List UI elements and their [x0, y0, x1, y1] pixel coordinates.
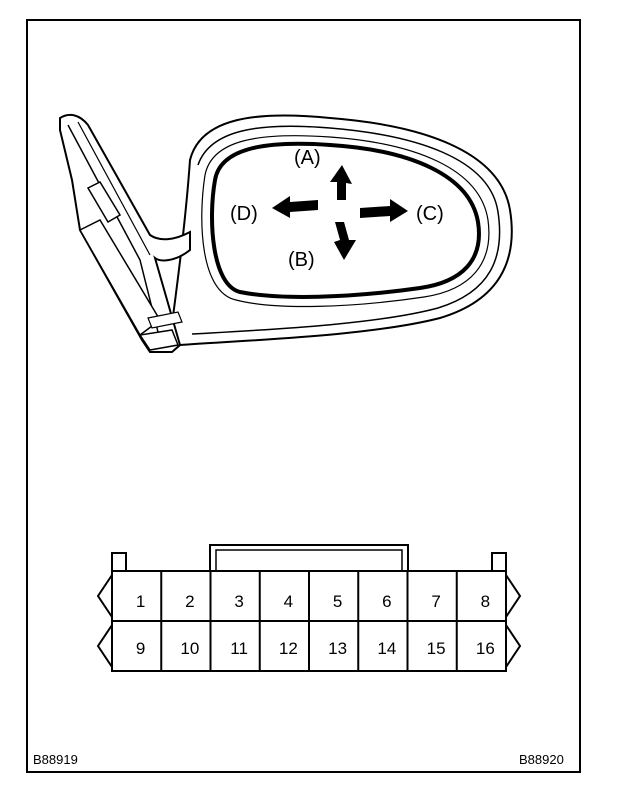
figure-code-left: B88919	[33, 752, 78, 767]
connector-pin-label: 16	[476, 639, 495, 658]
connector-latch-left-top	[96, 574, 113, 618]
label-direction-d: (D)	[230, 203, 258, 225]
arrow-down-icon	[334, 222, 356, 260]
connector-pin-label: 12	[279, 639, 298, 658]
connector-latch-right-bottom	[505, 624, 522, 668]
connector-pin-label: 7	[431, 592, 440, 611]
connector-latch-right-top	[505, 574, 522, 618]
mirror-glass	[210, 141, 481, 299]
connector-tab-right	[491, 552, 507, 572]
connector-pin-label: 6	[382, 592, 391, 611]
connector-pin-label: 5	[333, 592, 342, 611]
arrow-right-icon	[360, 199, 408, 222]
mirror-mount	[59, 113, 191, 353]
connector-pin-label: 11	[230, 639, 248, 658]
connector-pin-label: 4	[284, 592, 293, 611]
connector-pin-label: 2	[185, 592, 194, 611]
label-direction-b: (B)	[288, 249, 315, 271]
connector-pin-label: 1	[136, 592, 145, 611]
connector-pin-label: 9	[136, 639, 145, 658]
arrow-up-icon	[330, 165, 352, 200]
connector-pin-label: 15	[427, 639, 446, 658]
connector-pin-label: 13	[328, 639, 347, 658]
figure-frame	[26, 19, 581, 773]
label-direction-c: (C)	[416, 203, 444, 225]
connector-tab-left	[111, 552, 127, 572]
connector-pin-label: 3	[234, 592, 243, 611]
connector-pin-label: 8	[481, 592, 490, 611]
connector-latch-left-bottom	[96, 624, 113, 668]
connector-pin-label: 10	[180, 639, 199, 658]
arrow-left-icon	[272, 196, 318, 218]
label-direction-a: (A)	[294, 147, 321, 169]
connector-pin-label: 14	[377, 639, 396, 658]
figure-code-right: B88920	[519, 752, 564, 767]
